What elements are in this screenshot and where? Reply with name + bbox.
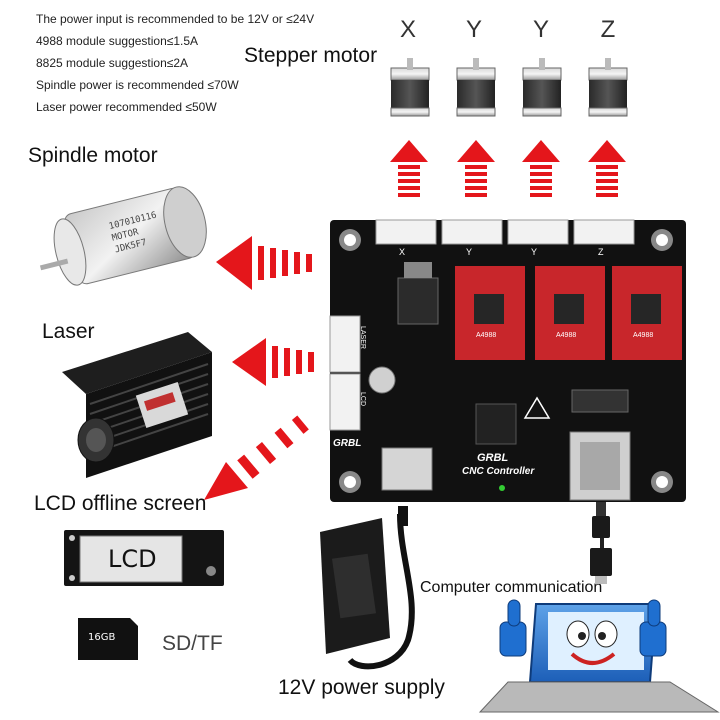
axis-label-y1: Y	[465, 16, 482, 43]
stepper-motor-x	[390, 58, 430, 117]
board-lcd-port: LCD	[359, 392, 366, 407]
board-laser-port: LASER	[359, 326, 366, 349]
svg-text:16GB: 16GB	[88, 632, 115, 643]
board-header-y2: Y	[531, 247, 538, 257]
spec-8825: 8825 module suggestion≤2A	[36, 56, 189, 70]
laser-label: Laser	[42, 320, 95, 343]
board-subtitle: CNC Controller	[462, 466, 535, 477]
spec-4988: 4988 module suggestion≤1.5A	[36, 34, 199, 48]
power-supply	[320, 506, 415, 670]
sd-card: 16GB	[78, 618, 138, 660]
spindle-motor: 107010116 MOTOR JDK5F7	[39, 186, 207, 286]
axis-label-z: Z	[600, 16, 616, 43]
usb-cable	[590, 502, 612, 584]
laser-module	[62, 332, 212, 478]
stepper-motor-y2	[522, 58, 562, 117]
stepper-motor-label: Stepper motor	[244, 44, 378, 67]
left-arrows	[204, 236, 314, 500]
board-header-z: Z	[598, 247, 604, 257]
board-brand: GRBL	[333, 438, 362, 449]
sd-tf-label: SD/TF	[162, 632, 223, 655]
spec-spindle: Spindle power is recommended ≤70W	[36, 78, 239, 92]
driver-label-1: A4988	[476, 332, 497, 339]
lcd-offline-label: LCD offline screen	[34, 492, 207, 515]
board-header-y1: Y	[466, 247, 473, 257]
board-header-x: X	[399, 247, 406, 257]
laptop-computer	[478, 599, 720, 713]
board-title: GRBL	[477, 452, 509, 464]
driver-label-3: A4988	[633, 332, 654, 339]
spec-power-input: The power input is recommended to be 12V…	[36, 12, 315, 26]
driver-label-2: A4988	[556, 332, 577, 339]
power-supply-label: 12V power supply	[278, 676, 445, 699]
lcd-screen	[64, 530, 224, 586]
spec-laser: Laser power recommended ≤50W	[36, 100, 217, 114]
lcd-screen-text: LCD	[108, 545, 157, 573]
axis-label-y2: Y	[532, 16, 549, 43]
up-arrows	[390, 140, 626, 197]
computer-comm-label: Computer communication	[420, 579, 603, 596]
stepper-motor-y1	[456, 58, 496, 117]
spindle-motor-label: Spindle motor	[28, 144, 158, 167]
stepper-motor-z	[588, 58, 628, 117]
cnc-board	[329, 219, 686, 502]
axis-label-x: X	[399, 16, 416, 43]
